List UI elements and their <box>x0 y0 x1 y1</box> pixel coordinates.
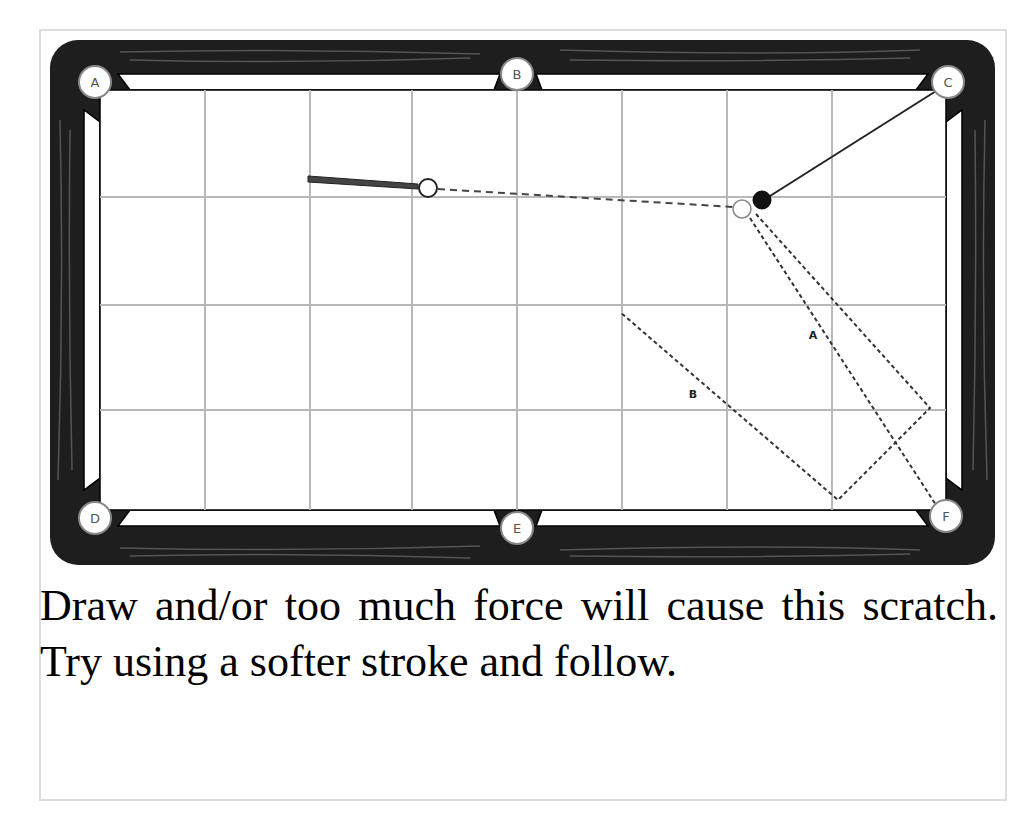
grain-right <box>973 120 987 480</box>
grid-line <box>100 196 946 198</box>
cushion <box>536 74 928 90</box>
path-a <box>750 218 938 508</box>
grid-line <box>516 90 518 510</box>
pocket: D <box>78 501 112 535</box>
path-label: A <box>807 330 820 342</box>
cushion <box>946 110 962 490</box>
pocket-letter: C <box>943 76 952 89</box>
grain-left <box>58 120 72 480</box>
grain-bottom <box>120 546 920 558</box>
aim-line <box>438 189 733 207</box>
grid-line <box>411 90 413 510</box>
cue-ball-paths <box>620 214 938 508</box>
grid-line <box>100 409 946 411</box>
cushion <box>84 110 100 490</box>
object-ball-path <box>770 86 944 196</box>
pocket: A <box>78 65 112 99</box>
path-label: B <box>687 389 699 401</box>
object-ball <box>753 191 771 209</box>
grid-line <box>100 304 946 306</box>
pocket-letter: F <box>942 510 949 523</box>
pocket-letter: E <box>513 522 521 535</box>
pocket: F <box>929 499 963 533</box>
wood-grain <box>58 50 987 558</box>
pocket-letter: D <box>90 512 100 525</box>
grid-line <box>309 90 311 510</box>
pocket: E <box>500 511 534 545</box>
cue-ball <box>419 179 437 197</box>
pocket: C <box>931 65 965 99</box>
cloth <box>100 90 946 510</box>
cushions <box>84 74 962 526</box>
wood-rail <box>50 40 995 565</box>
frame <box>40 30 1006 800</box>
grid-line <box>204 90 206 510</box>
grid-line <box>726 90 728 510</box>
caption: Draw and/or too much force will cause th… <box>40 578 998 690</box>
pocket: B <box>500 57 534 91</box>
cushion <box>118 510 500 526</box>
pocket-letter: B <box>513 68 522 81</box>
pocket-letter: A <box>91 76 100 89</box>
cushion <box>118 74 500 90</box>
cushion <box>536 510 928 526</box>
grid <box>100 90 946 510</box>
cue-stick <box>308 176 418 189</box>
path-b <box>620 214 930 500</box>
grid-line <box>621 90 623 510</box>
ghost-ball <box>733 200 751 218</box>
